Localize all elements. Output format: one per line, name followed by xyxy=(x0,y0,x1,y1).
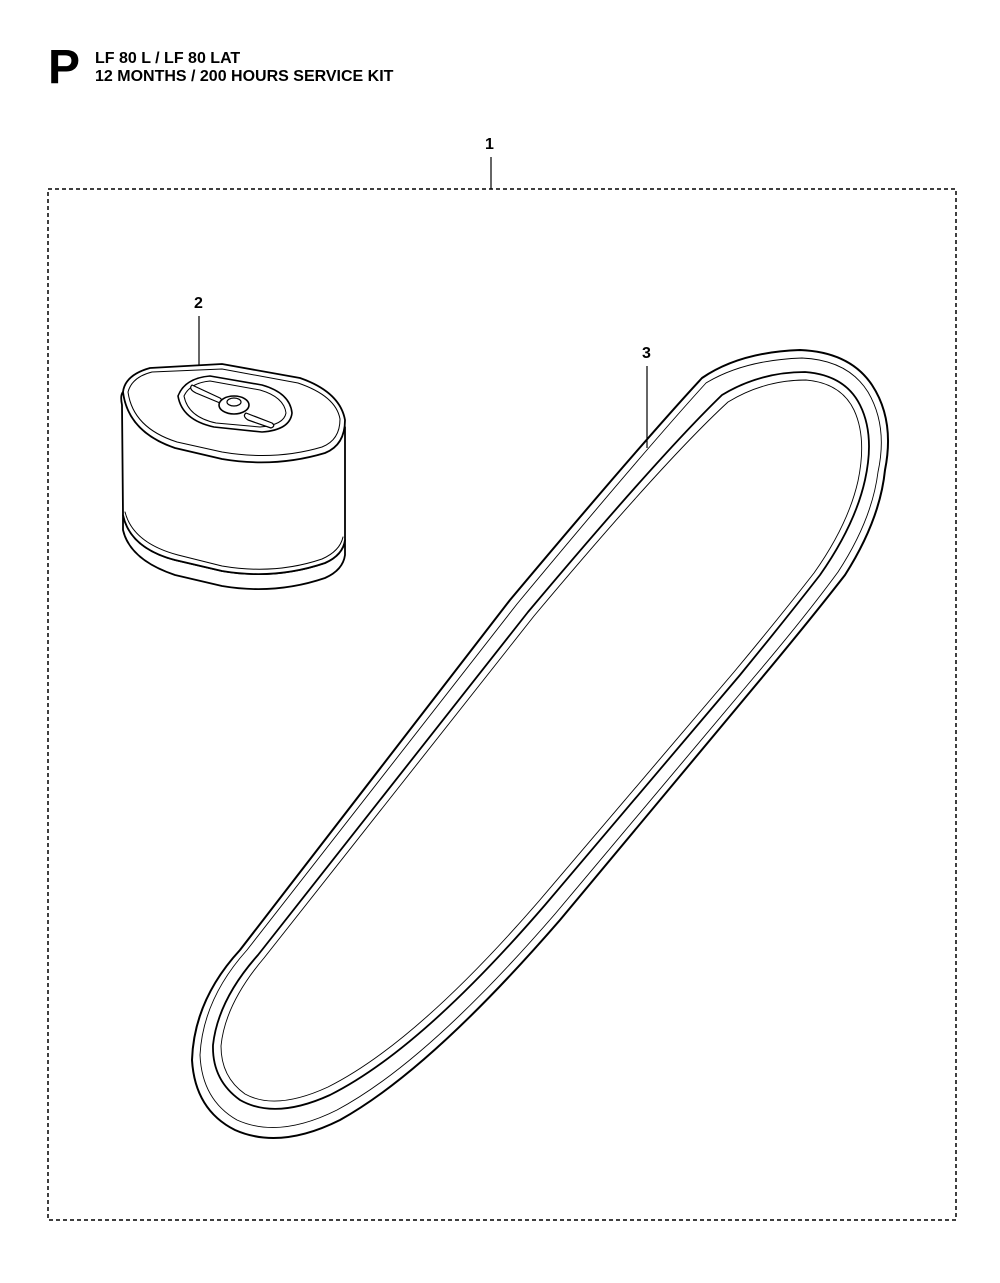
page-title: LF 80 L / LF 80 LAT 12 MONTHS / 200 HOUR… xyxy=(95,50,393,86)
callout-1-label: 1 xyxy=(485,136,494,153)
kit-boundary xyxy=(47,188,957,1221)
callout-2-label: 2 xyxy=(194,295,203,312)
callout-3-label: 3 xyxy=(642,345,651,362)
kit-title: 12 MONTHS / 200 HOURS SERVICE KIT xyxy=(95,68,394,85)
air-filter-element xyxy=(120,363,346,591)
v-belt xyxy=(191,349,890,1139)
section-letter: P xyxy=(48,41,81,94)
model-title: LF 80 L / LF 80 LAT xyxy=(95,50,241,67)
